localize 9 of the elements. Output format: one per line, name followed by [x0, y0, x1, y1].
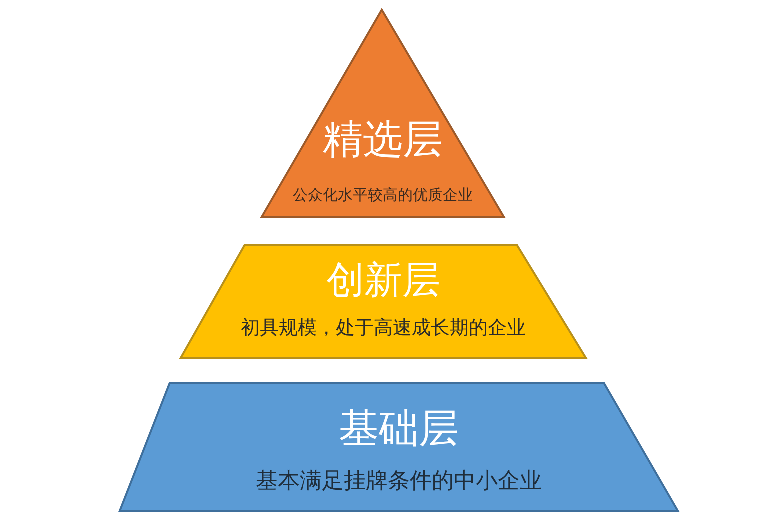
tier-title: 基础层	[338, 409, 460, 449]
pyramid-tier	[118, 381, 680, 513]
tier-description: 基本满足挂牌条件的中小企业	[255, 471, 543, 493]
pyramid-tier	[260, 8, 506, 220]
tier-description: 公众化水平较高的优质企业	[292, 188, 474, 203]
tier-title: 创新层	[326, 261, 442, 299]
tier-title: 精选层	[322, 120, 444, 160]
pyramid-tier	[179, 243, 588, 361]
tier-description: 初具规模，处于高速成长期的企业	[240, 319, 527, 338]
